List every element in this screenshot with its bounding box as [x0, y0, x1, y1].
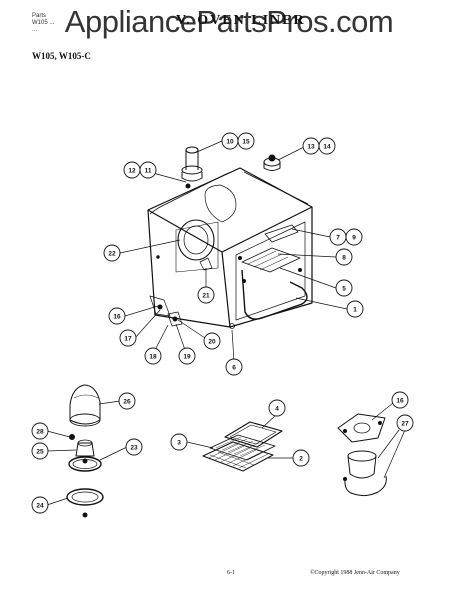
header-side-line: W105 ...	[32, 20, 55, 26]
callout-6: 6	[225, 358, 243, 376]
callout-20: 20	[203, 332, 221, 350]
callout-5: 5	[335, 279, 353, 297]
callout-label: 14	[323, 144, 331, 151]
callout-2: 2	[292, 449, 310, 467]
callout-21: 21	[197, 286, 215, 304]
callout-label: 7	[336, 235, 340, 242]
page-number: 6-1	[227, 570, 235, 576]
light-assembly-parts	[46, 384, 128, 518]
callout-27: 27	[396, 414, 414, 432]
callout-label: 2	[299, 456, 303, 463]
callout-label: 18	[149, 354, 157, 361]
callout-17: 17	[119, 329, 137, 347]
callout-label: 19	[183, 354, 191, 361]
model-numbers: W105, W105-C	[32, 51, 91, 61]
callout-22: 22	[103, 244, 121, 262]
callout-1: 1	[346, 300, 364, 318]
terminal-block-parts	[337, 402, 406, 497]
callout-label: 12	[128, 168, 136, 175]
main-leader-lines	[119, 140, 348, 363]
callout-label: 11	[145, 168, 152, 175]
callout-label: 21	[202, 293, 210, 300]
callout-7-9: 7 9	[329, 228, 363, 246]
filter-screen-parts	[186, 413, 293, 472]
callout-label: 15	[242, 139, 250, 146]
callout-label: 13	[307, 144, 315, 151]
callout-4: 4	[268, 399, 286, 417]
callout-16-terminal: 16	[391, 391, 409, 409]
callout-16: 16	[108, 307, 126, 325]
callout-label: 28	[36, 429, 44, 436]
callout-25: 25	[31, 442, 49, 460]
callout-19: 19	[178, 347, 196, 365]
callout-18: 18	[144, 347, 162, 365]
callout-10-15: 10 15	[221, 132, 255, 150]
callout-label: 8	[342, 255, 346, 262]
callout-label: 1	[353, 307, 357, 314]
callout-23: 23	[125, 438, 143, 456]
page-title: V. OVEN LINER	[176, 13, 306, 28]
callout-label: 26	[123, 399, 131, 406]
callout-label: 3	[177, 440, 181, 447]
callout-label: 24	[36, 503, 44, 510]
oven-liner-box	[147, 167, 313, 329]
callout-13-14: 13 14	[302, 137, 336, 155]
callout-label: 9	[352, 235, 356, 242]
callout-12-11: 12 11	[123, 161, 157, 179]
header-side-line: Parts	[32, 13, 47, 19]
callout-label: 23	[130, 445, 138, 452]
callout-label: 5	[342, 286, 346, 293]
copyright-notice: ©Copyright 1988 Jenn-Air Company	[310, 570, 400, 576]
callout-label: 22	[108, 251, 116, 258]
callout-26: 26	[118, 392, 136, 410]
callout-24: 24	[31, 496, 49, 514]
callout-label: 16	[113, 314, 121, 321]
callout-label: 25	[36, 449, 44, 456]
callout-label: 6	[232, 365, 236, 372]
callout-label: 4	[275, 406, 279, 413]
callout-label: 17	[124, 336, 132, 343]
callout-3: 3	[170, 433, 188, 451]
header-side-text: Parts W105 ... ...	[32, 13, 54, 34]
callout-label: 27	[401, 421, 409, 428]
callout-28: 28	[31, 422, 49, 440]
callout-8: 8	[335, 248, 353, 266]
header-side-line: ...	[32, 27, 38, 33]
vent-tube-fitting	[181, 146, 203, 189]
top-cap-fitting	[263, 154, 281, 171]
callout-label: 20	[208, 339, 216, 346]
callout-label: 16	[396, 398, 404, 405]
callout-label: 10	[226, 139, 234, 146]
